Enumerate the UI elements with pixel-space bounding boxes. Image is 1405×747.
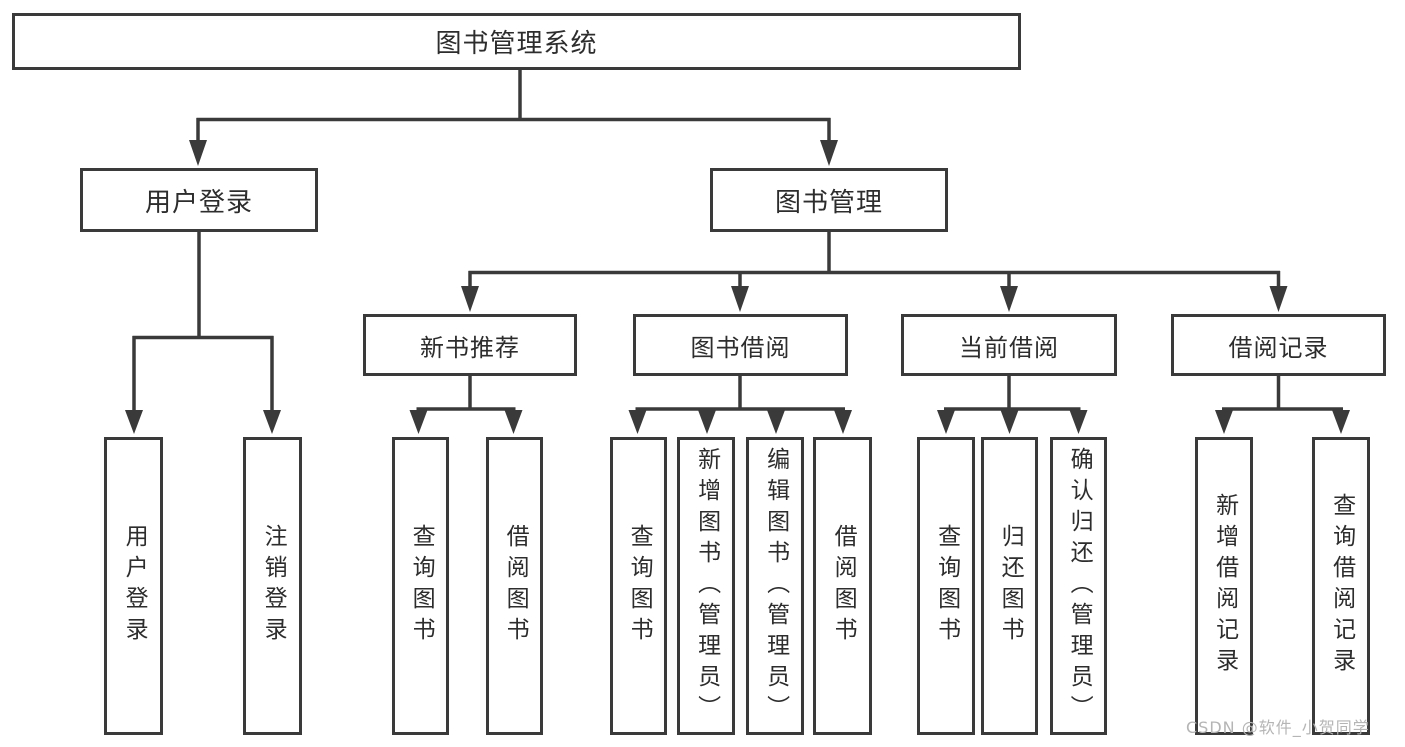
- leaf-edit-books-admin-label: 编辑图书（管理员）: [762, 446, 789, 726]
- leaf-confirm-return-admin-label: 确认归还（管理员）: [1066, 446, 1093, 726]
- leaf-query-books-current-label: 查询图书: [933, 524, 960, 648]
- leaf-query-borrow-record-label: 查询借阅记录: [1328, 493, 1355, 679]
- leaf-query-borrow-record: 查询借阅记录: [1312, 437, 1370, 735]
- leaf-edit-books-admin: 编辑图书（管理员）: [746, 437, 804, 735]
- leaf-add-borrow-record: 新增借阅记录: [1195, 437, 1253, 735]
- csdn-watermark: CSDN @软件_小贺同学: [1186, 718, 1370, 737]
- leaf-borrow-books-recommend: 借阅图书: [486, 437, 543, 735]
- leaf-query-books-recommend: 查询图书: [392, 437, 449, 735]
- node-book-management: 图书管理: [710, 168, 948, 232]
- leaf-borrow-books-label: 借阅图书: [830, 524, 857, 648]
- node-user-login: 用户登录: [80, 168, 318, 232]
- leaf-add-books-admin-label: 新增图书（管理员）: [693, 446, 720, 726]
- leaf-user-login-label: 用户登录: [121, 524, 148, 648]
- node-current-borrowing: 当前借阅: [901, 314, 1117, 376]
- leaf-add-books-admin: 新增图书（管理员）: [677, 437, 735, 735]
- leaf-query-books-current: 查询图书: [917, 437, 975, 735]
- leaf-borrow-books-recommend-label: 借阅图书: [502, 524, 529, 648]
- node-new-book-recommendation: 新书推荐: [363, 314, 577, 376]
- leaf-return-books: 归还图书: [981, 437, 1038, 735]
- leaf-logout-label: 注销登录: [260, 524, 287, 648]
- leaf-query-books-borrow-label: 查询图书: [626, 524, 653, 648]
- leaf-add-borrow-record-label: 新增借阅记录: [1211, 493, 1238, 679]
- leaf-logout: 注销登录: [243, 437, 302, 735]
- node-borrowing-records: 借阅记录: [1171, 314, 1386, 376]
- leaf-query-books-borrow: 查询图书: [610, 437, 667, 735]
- leaf-borrow-books: 借阅图书: [813, 437, 872, 735]
- arrowhead-group: [125, 140, 1350, 434]
- leaf-return-books-label: 归还图书: [997, 524, 1024, 648]
- leaf-query-books-recommend-label: 查询图书: [408, 524, 435, 648]
- node-library-system: 图书管理系统: [12, 13, 1021, 70]
- leaf-user-login: 用户登录: [104, 437, 163, 735]
- node-book-borrowing: 图书借阅: [633, 314, 848, 376]
- leaf-confirm-return-admin: 确认归还（管理员）: [1050, 437, 1107, 735]
